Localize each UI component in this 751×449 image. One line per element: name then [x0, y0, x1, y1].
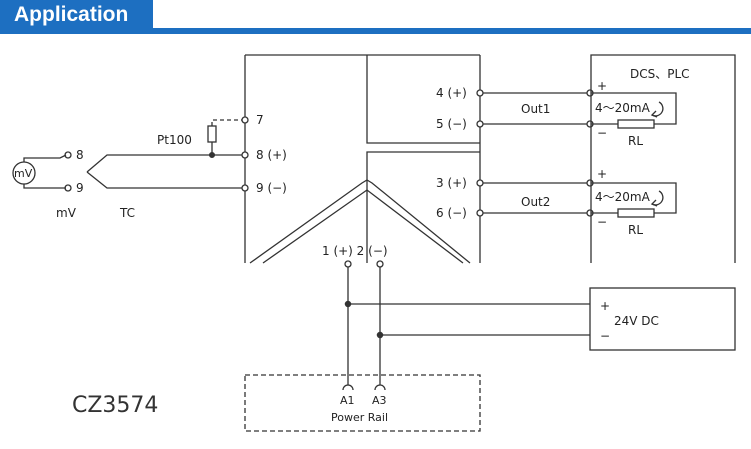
model-number: CZ3574: [72, 393, 158, 418]
module-terminal-3: [476, 179, 484, 187]
dcs-plc-receiver: [590, 54, 736, 263]
power-wiring: [344, 260, 736, 385]
module-output2-block: [366, 151, 480, 263]
rail-a1-contact-icon: [342, 384, 354, 391]
rl2-resistor-icon: [617, 208, 655, 218]
module-terminal-9-label: 9 (−): [256, 181, 287, 195]
tc-wire-bottom: [86, 171, 243, 189]
dcs-minus-2: −: [597, 215, 607, 229]
module-output1-block: [366, 55, 480, 144]
module-terminal-4: [476, 89, 484, 97]
supply-minus: −: [600, 329, 610, 343]
pt100-sensor: [207, 119, 243, 159]
mv-source: [12, 151, 72, 192]
power-plus-junction-dot: [344, 300, 352, 308]
page-title: Application: [14, 3, 129, 26]
loop2-arrowhead-icon: [650, 199, 658, 207]
tc-label: TC: [119, 206, 135, 220]
rail-a3-label: A3: [372, 394, 387, 407]
dcs-plc-title: DCS、PLC: [630, 67, 690, 81]
module-terminal-5-label: 5 (−): [436, 117, 467, 131]
power-rail: [244, 374, 481, 432]
dcs-box: [590, 54, 736, 263]
module-terminal-3-label: 3 (+): [436, 176, 467, 190]
dcs-minus-1: −: [597, 126, 607, 140]
power-terminal-2: [376, 260, 384, 268]
mv-wire-top: [23, 154, 67, 162]
terminal-9-icon: [64, 184, 72, 192]
output-wiring: [476, 89, 594, 217]
pt100-resistor-icon: [207, 125, 217, 143]
tc-wire-top: [86, 154, 243, 173]
pt100-junction-dot: [208, 151, 216, 159]
pt100-label: Pt100: [157, 133, 192, 147]
mv-source-symbol: mV: [14, 167, 33, 180]
module-chevron-outer: [249, 179, 471, 264]
module-terminal-7: [241, 116, 249, 124]
module-terminal-6: [476, 209, 484, 217]
loop2-wire: [591, 182, 677, 214]
out2-label: Out2: [521, 195, 550, 209]
power-minus-junction-dot: [376, 331, 384, 339]
terminal-9-label: 9: [76, 181, 84, 195]
loop1-current-label: 4～20mA: [595, 101, 651, 115]
mv-label: mV: [56, 206, 77, 220]
supply-plus: +: [600, 299, 610, 313]
rl1-resistor-icon: [617, 119, 655, 129]
terminal-8-label: 8: [76, 148, 84, 162]
supply-label: 24V DC: [614, 314, 659, 328]
mv-wire-bottom: [23, 184, 66, 189]
module-terminal-4-label: 4 (+): [436, 86, 467, 100]
loop1-wire: [591, 92, 677, 125]
rl1-label: RL: [628, 134, 643, 148]
out1-label: Out1: [521, 102, 550, 116]
rl2-label: RL: [628, 223, 643, 237]
loop2-current-label: 4～20mA: [595, 190, 651, 204]
rail-a1-label: A1: [340, 394, 355, 407]
module-terminal-6-label: 6 (−): [436, 206, 467, 220]
power-terminal-1: [344, 260, 352, 268]
thermocouple: [86, 154, 243, 189]
module-chevron-inner: [262, 189, 464, 264]
header-underline: [153, 0, 751, 34]
power-terminals-label: 1 (+) 2 (−): [322, 244, 388, 258]
dcs-plus-1: +: [597, 79, 607, 93]
rail-a3-contact-icon: [374, 384, 386, 391]
module-terminal-8-label: 8 (+): [256, 148, 287, 162]
loop1-arrowhead-icon: [650, 110, 658, 118]
header-tab: Application: [0, 0, 153, 34]
power-rail-box: [244, 374, 481, 432]
header-bar: Application: [0, 0, 751, 34]
terminal-8-icon: [64, 151, 72, 159]
pt100-dashed-lead: [211, 119, 243, 126]
module-terminal-9: [241, 184, 249, 192]
supply-24vdc-box: [589, 287, 736, 351]
dcs-plus-2: +: [597, 167, 607, 181]
module-terminal-7-label: 7: [256, 113, 264, 127]
module-terminal-5: [476, 120, 484, 128]
power-rail-label: Power Rail: [331, 411, 388, 424]
module-terminal-8: [241, 151, 249, 159]
